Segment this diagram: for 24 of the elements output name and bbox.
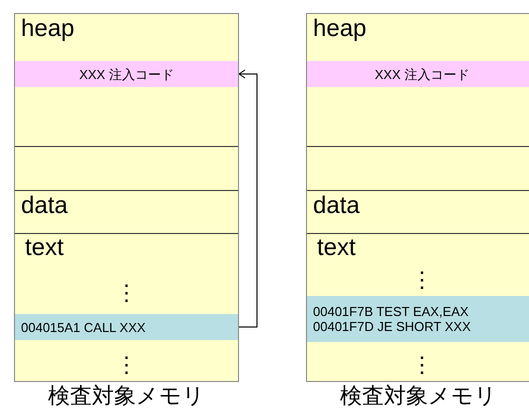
segment-label: text (25, 235, 64, 261)
injected-code-band (15, 61, 238, 87)
instruction-band (307, 296, 529, 342)
segment-label: text (317, 235, 356, 261)
ellipsis-mark: ⋮ (411, 267, 433, 293)
ellipsis-mark: ⋮ (411, 352, 433, 378)
segment-label: heap (21, 16, 74, 42)
injected-code-band (307, 61, 529, 87)
instruction-text: 00401F7B TEST EAX,EAX (313, 304, 469, 319)
segment-label: heap (313, 16, 366, 42)
memory-column (306, 13, 529, 382)
instruction-band (15, 314, 238, 340)
arrow (238, 70, 258, 328)
instruction-text: 00401F7D JE SHORT XXX (313, 319, 471, 334)
instruction-text: XXX 注入コード (374, 66, 470, 82)
segment-label: data (313, 193, 360, 219)
ellipsis-mark: ⋮ (116, 280, 138, 306)
instruction-text: 004015A1 CALL XXX (21, 320, 146, 334)
segment-label: data (21, 193, 68, 219)
instruction-text: XXX 注入コード (79, 66, 174, 82)
memory-caption: 検査対象メモリ (339, 383, 498, 409)
memory-caption: 検査対象メモリ (47, 383, 206, 409)
ellipsis-mark: ⋮ (116, 352, 138, 378)
memory-column (14, 13, 239, 382)
